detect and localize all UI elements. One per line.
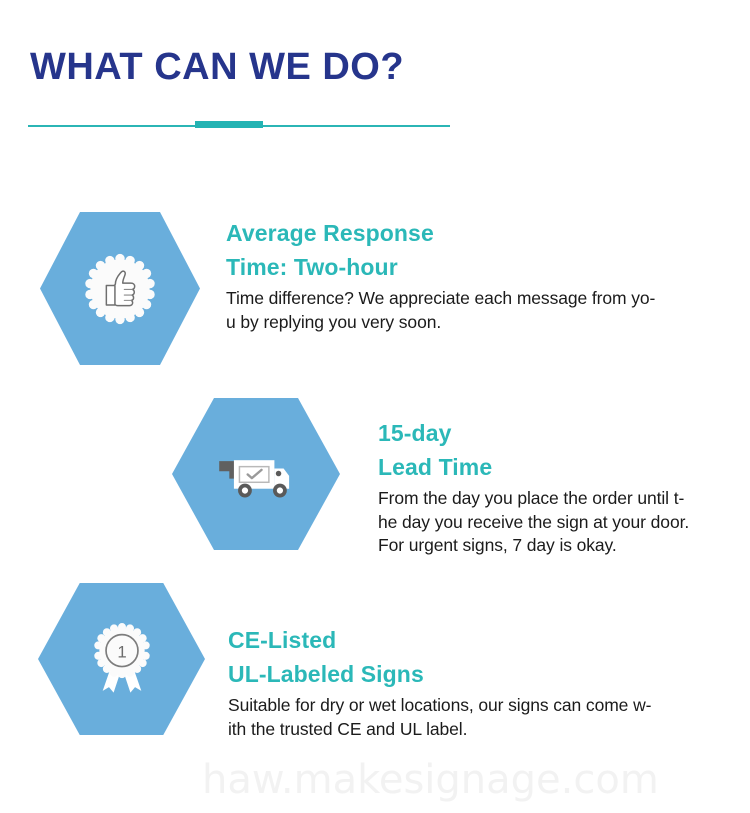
feature-2-body-line-2: he day you receive the sign at your door… <box>378 511 690 532</box>
feature-2-heading-line-2: Lead Time <box>378 454 493 481</box>
feature-1-body: Time difference? We appreciate each mess… <box>226 287 736 334</box>
feature-1-body-line-2: u by replying you very soon. <box>226 311 442 332</box>
feature-1-body-line-1: Time difference? We appreciate each mess… <box>226 288 656 309</box>
site-watermark: haw.makesignage.com <box>202 757 659 803</box>
feature-3-body: Suitable for dry or wet locations, our s… <box>228 694 738 741</box>
feature-3-body-line-1: Suitable for dry or wet locations, our s… <box>228 695 652 716</box>
feature-2-body: From the day you place the order until t… <box>378 487 738 558</box>
feature-3-heading-line-1: CE-Listed <box>228 627 337 653</box>
feature-3-body-line-2: ith the trusted CE and UL label. <box>228 718 468 739</box>
page-title: WHAT CAN WE DO? <box>30 46 405 88</box>
hexagon-badge-1 <box>40 212 200 365</box>
feature-3-heading-line-2: UL-Labeled Signs <box>228 661 424 688</box>
feature-1-heading-line-1: Average Response <box>226 220 434 246</box>
award-ribbon-icon: 1 <box>93 623 150 693</box>
hexagon-badge-3: 1 <box>38 583 205 735</box>
award-badge-number: 1 <box>117 643 126 662</box>
feature-2-heading-line-1: 15-day <box>378 420 452 446</box>
feature-2-body-line-3: For urgent signs, 7 day is okay. <box>378 535 617 556</box>
feature-1-heading-line-2: Time: Two-hour <box>226 254 398 281</box>
thumbs-up-badge-icon <box>85 253 155 324</box>
feature-2-body-line-1: From the day you place the order until t… <box>378 488 685 509</box>
hexagon-badge-2 <box>172 398 340 550</box>
header-divider-accent <box>195 121 263 128</box>
delivery-truck-icon <box>219 460 290 498</box>
